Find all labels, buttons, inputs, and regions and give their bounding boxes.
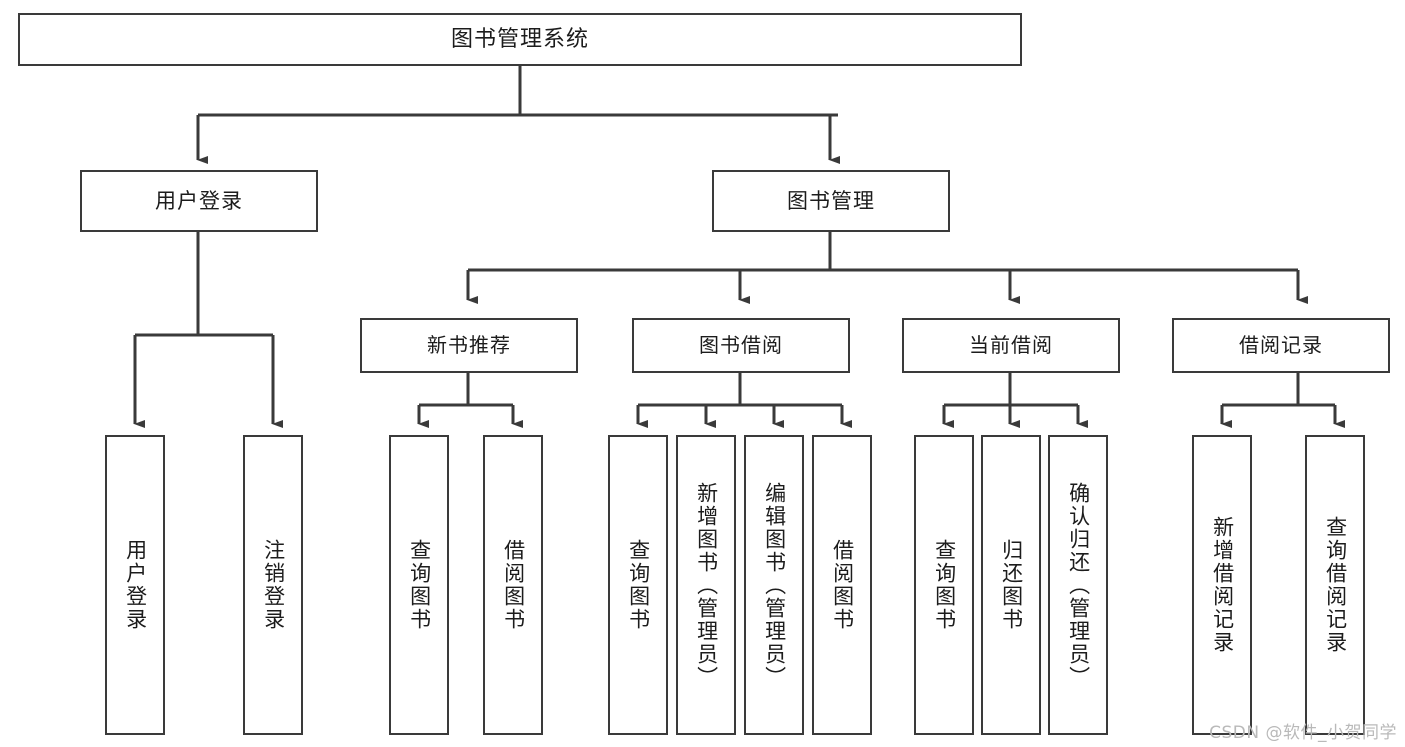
leaf-text-wrap: 查询图书	[916, 437, 972, 733]
leaf-record-add-borrow-record[interactable]: 新增借阅记录	[1192, 435, 1252, 735]
node-label: 归还图书	[999, 539, 1024, 631]
leaf-text-wrap: 用户登录	[107, 437, 163, 733]
node-label: 注销登录	[261, 539, 286, 631]
leaf-text-wrap: 确认归还（管理员）	[1050, 437, 1106, 733]
leaf-logout-login[interactable]: 注销登录	[243, 435, 303, 735]
node-label: 查询图书	[932, 539, 957, 631]
leaf-borrow-edit-book-admin[interactable]: 编辑图书（管理员）	[744, 435, 804, 735]
node-current-borrow[interactable]: 当前借阅	[902, 318, 1120, 373]
leaf-borrow-add-book-admin[interactable]: 新增图书（管理员）	[676, 435, 736, 735]
leaf-text-wrap: 编辑图书（管理员）	[746, 437, 802, 733]
leaf-new-book-borrow[interactable]: 借阅图书	[483, 435, 543, 735]
leaf-borrow-query-book[interactable]: 查询图书	[608, 435, 668, 735]
node-book-borrow[interactable]: 图书借阅	[632, 318, 850, 373]
leaf-current-return-book[interactable]: 归还图书	[981, 435, 1041, 735]
leaf-text-wrap: 查询图书	[391, 437, 447, 733]
node-user-login[interactable]: 用户登录	[80, 170, 318, 232]
leaf-text-wrap: 借阅图书	[485, 437, 541, 733]
leaf-new-book-query[interactable]: 查询图书	[389, 435, 449, 735]
node-label: 查询图书	[407, 539, 432, 631]
leaf-user-login[interactable]: 用户登录	[105, 435, 165, 735]
leaf-text-wrap: 新增借阅记录	[1194, 437, 1250, 733]
leaf-text-wrap: 查询借阅记录	[1307, 437, 1363, 733]
node-label: 新增借阅记录	[1210, 516, 1235, 654]
leaf-record-query-borrow-record[interactable]: 查询借阅记录	[1305, 435, 1365, 735]
node-new-book-recommend[interactable]: 新书推荐	[360, 318, 578, 373]
node-label: 新增图书（管理员）	[694, 481, 719, 689]
node-label: 图书管理	[787, 188, 875, 213]
node-label: 借阅图书	[501, 539, 526, 631]
leaf-text-wrap: 新增图书（管理员）	[678, 437, 734, 733]
leaf-text-wrap: 注销登录	[245, 437, 301, 733]
leaf-text-wrap: 借阅图书	[814, 437, 870, 733]
csdn-watermark: CSDN @软件_小贺同学	[1209, 723, 1397, 743]
node-root-system[interactable]: 图书管理系统	[18, 13, 1022, 66]
leaf-text-wrap: 归还图书	[983, 437, 1039, 733]
leaf-current-query-book[interactable]: 查询图书	[914, 435, 974, 735]
node-label: 新书推荐	[427, 332, 511, 357]
leaf-borrow-borrow-book[interactable]: 借阅图书	[812, 435, 872, 735]
node-label: 图书管理系统	[450, 26, 589, 52]
node-label: 用户登录	[155, 188, 243, 213]
node-label: 借阅记录	[1239, 332, 1323, 357]
node-label: 图书借阅	[699, 332, 783, 357]
node-book-management[interactable]: 图书管理	[712, 170, 950, 232]
leaf-current-confirm-return-admin[interactable]: 确认归还（管理员）	[1048, 435, 1108, 735]
node-label: 用户登录	[123, 539, 148, 631]
node-borrow-record[interactable]: 借阅记录	[1172, 318, 1390, 373]
node-label: 借阅图书	[830, 539, 855, 631]
node-label: 查询借阅记录	[1323, 516, 1348, 654]
leaf-text-wrap: 查询图书	[610, 437, 666, 733]
node-label: 查询图书	[626, 539, 651, 631]
node-label: 当前借阅	[969, 332, 1053, 357]
node-label: 确认归还（管理员）	[1066, 481, 1091, 689]
node-label: 编辑图书（管理员）	[762, 481, 787, 689]
